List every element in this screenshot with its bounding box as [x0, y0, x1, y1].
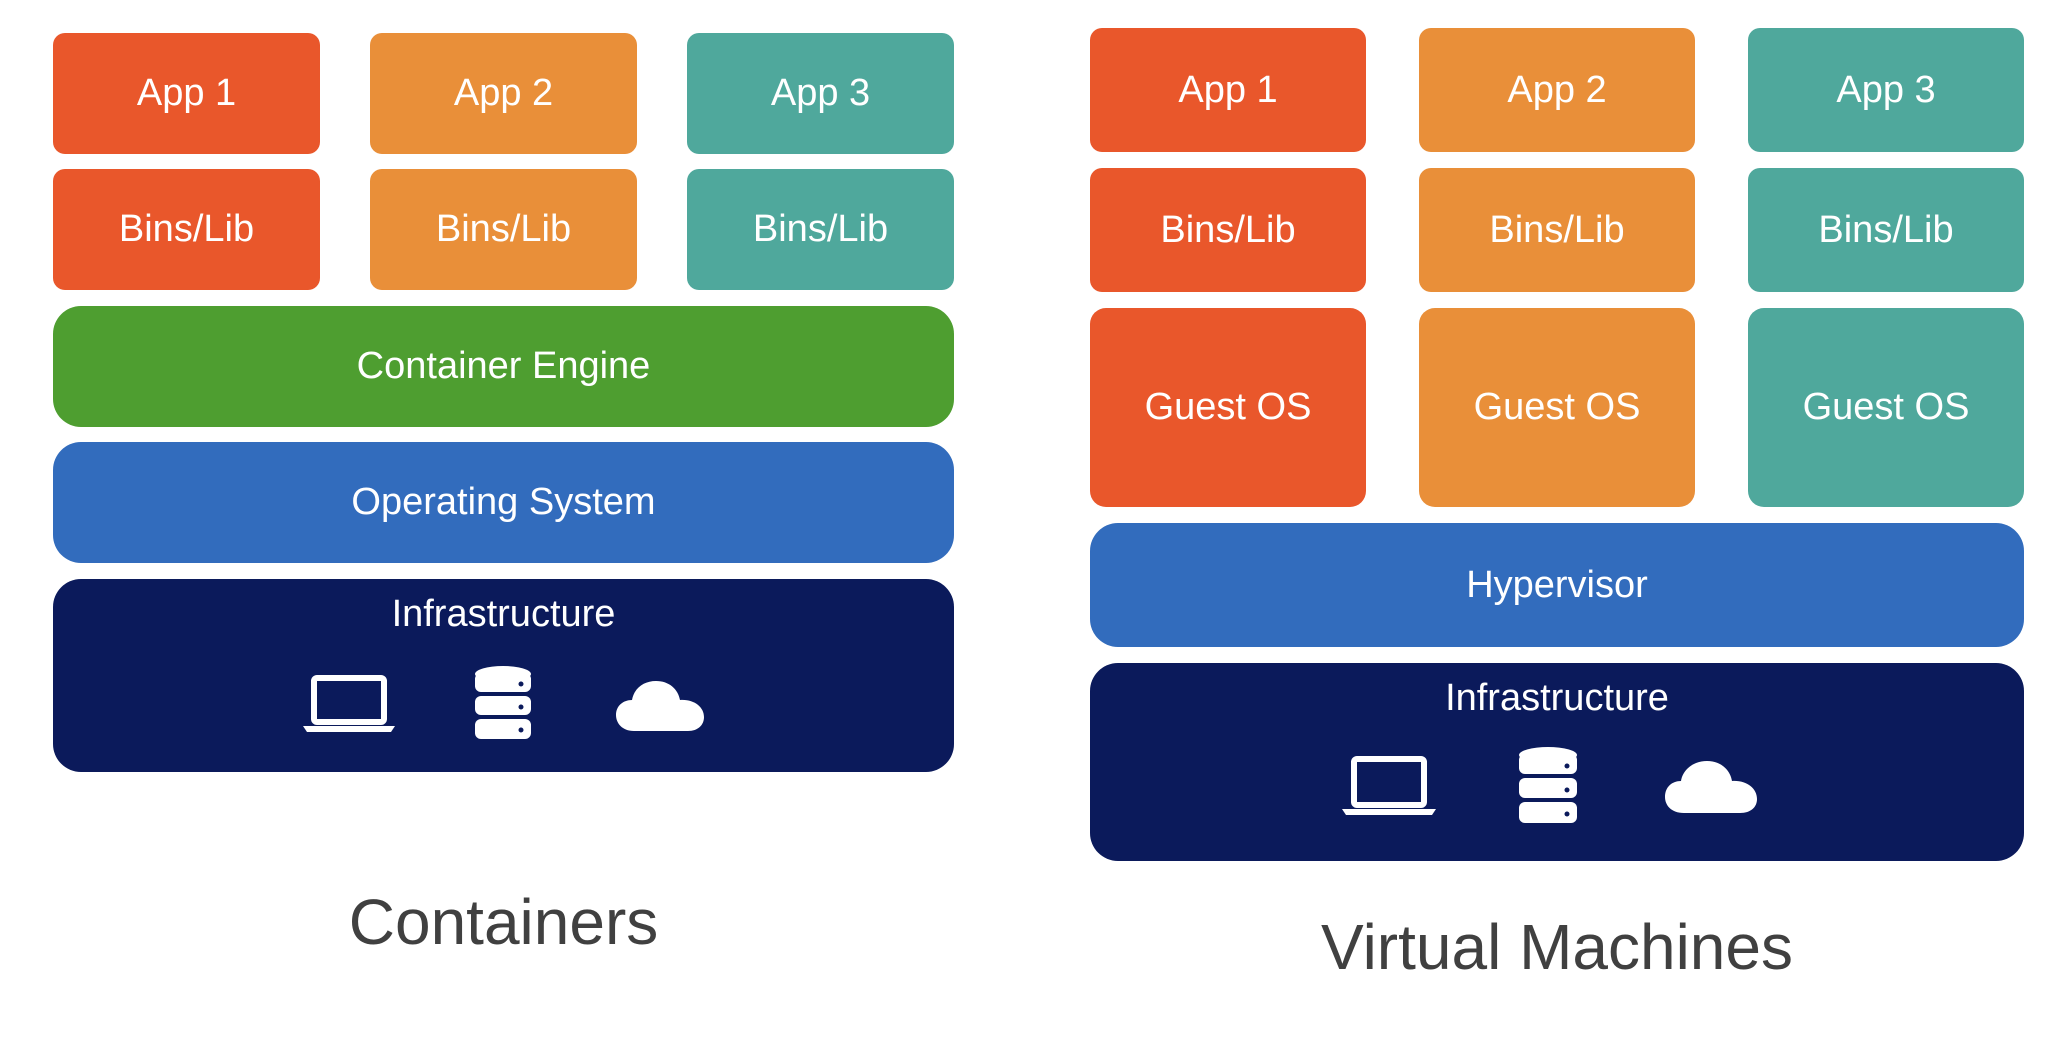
- container-infrastructure-layer: Infrastructure: [53, 579, 954, 772]
- vm-guest-os-2: Guest OS: [1419, 308, 1695, 507]
- operating-system-layer: Operating System: [53, 442, 954, 563]
- container-lib-1-label: Bins/Lib: [118, 208, 255, 250]
- vm-guest-os-2-label: Guest OS: [1473, 386, 1641, 428]
- vm-guest-os-3-label: Guest OS: [1802, 386, 1970, 428]
- vm-app-2-label: App 2: [1507, 68, 1607, 111]
- vm-app-3: App 3: [1748, 28, 2024, 152]
- container-app-2: App 2: [370, 33, 637, 154]
- hypervisor-layer: Hypervisor: [1090, 523, 2024, 647]
- container-app-2-label: App 2: [453, 72, 554, 114]
- container-lib-2-label: Bins/Lib: [435, 208, 572, 250]
- container-engine-layer: Container Engine: [53, 306, 954, 427]
- container-app-1-label: App 1: [136, 72, 237, 114]
- containers-caption: Containers: [348, 886, 659, 958]
- vm-guest-os-3: Guest OS: [1748, 308, 2024, 507]
- laptop-icon: [303, 675, 395, 732]
- container-infrastructure-label: Infrastructure: [391, 593, 616, 635]
- vm-lib-2-label: Bins/Lib: [1489, 208, 1625, 251]
- vm-lib-1: Bins/Lib: [1090, 168, 1366, 292]
- operating-system-label: Operating System: [351, 481, 656, 523]
- container-engine-label: Container Engine: [356, 345, 651, 387]
- vm-guest-os-1: Guest OS: [1090, 308, 1366, 507]
- container-lib-1: Bins/Lib: [53, 169, 320, 290]
- container-lib-3-label: Bins/Lib: [752, 208, 889, 250]
- vm-app-1: App 1: [1090, 28, 1366, 152]
- container-lib-3: Bins/Lib: [687, 169, 954, 290]
- vm-lib-3: Bins/Lib: [1748, 168, 2024, 292]
- database-icon: [475, 666, 531, 739]
- vm-app-1-label: App 1: [1178, 68, 1278, 111]
- cloud-icon: [1665, 761, 1757, 813]
- container-app-3-label: App 3: [770, 72, 871, 114]
- container-app-1: App 1: [53, 33, 320, 154]
- vm-lib-1-label: Bins/Lib: [1160, 208, 1296, 251]
- vm-infrastructure-label: Infrastructure: [1445, 677, 1669, 719]
- vm-lib-3-label: Bins/Lib: [1818, 208, 1954, 251]
- laptop-icon: [1342, 756, 1436, 815]
- container-lib-2: Bins/Lib: [370, 169, 637, 290]
- cloud-icon: [616, 681, 704, 731]
- vm-infrastructure-layer: Infrastructure: [1090, 663, 2024, 861]
- vm-lib-2: Bins/Lib: [1419, 168, 1695, 292]
- container-app-3: App 3: [687, 33, 954, 154]
- vm-app-3-label: App 3: [1836, 68, 1936, 111]
- hypervisor-label: Hypervisor: [1466, 563, 1648, 606]
- database-icon: [1519, 747, 1577, 823]
- vm-app-2: App 2: [1419, 28, 1695, 152]
- vm-guest-os-1-label: Guest OS: [1144, 386, 1312, 428]
- virtual-machines-caption: Virtual Machines: [1321, 911, 1793, 983]
